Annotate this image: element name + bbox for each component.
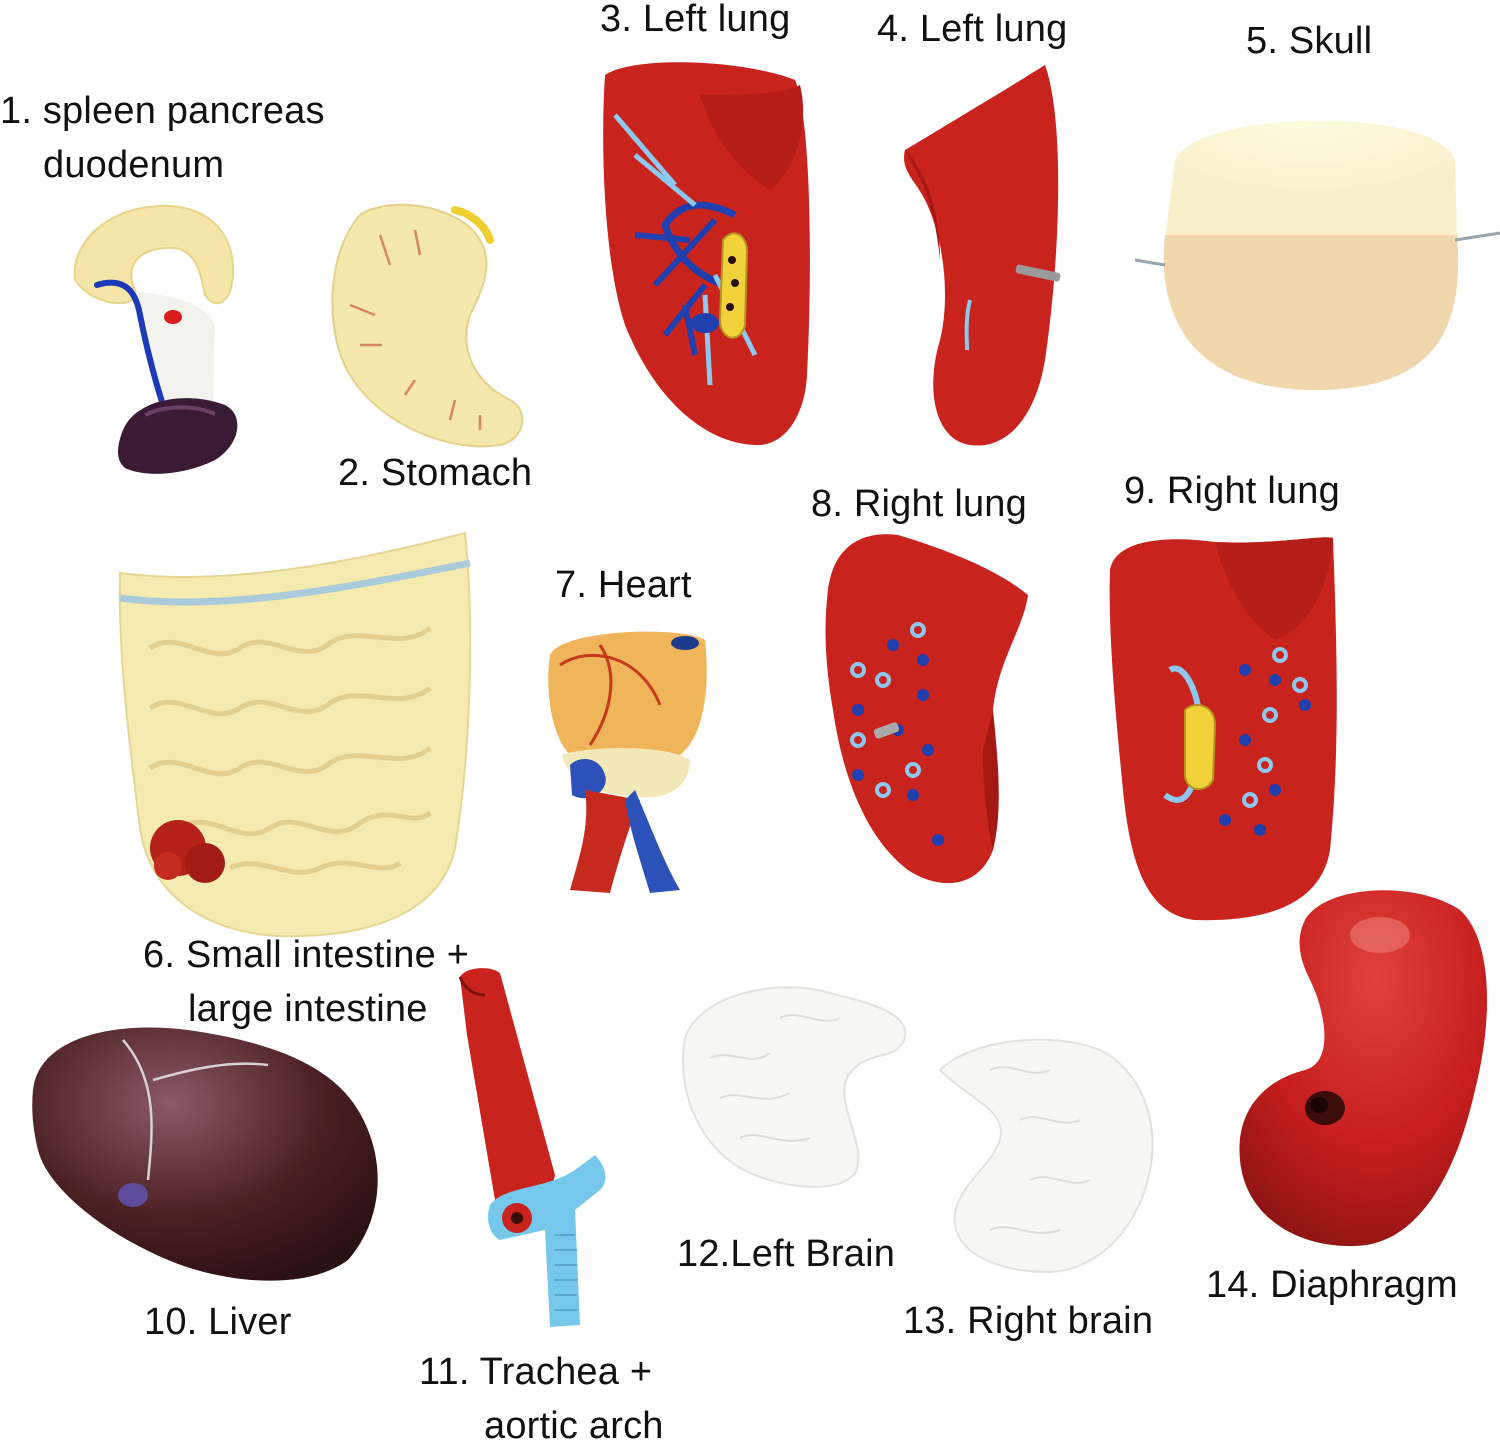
label-line: 11. Trachea + [419,1351,653,1393]
label-line: 6. Small intestine + [143,934,470,976]
skull-cap-image [1134,100,1500,400]
left-lung-side-image [895,60,1070,450]
label-right-brain: 13. Right brain [903,1294,1153,1348]
trachea-aortic-arch-image [455,965,625,1340]
label-liver: 10. Liver [144,1295,292,1349]
label-line: 8. Right lung [811,483,1027,525]
label-left-lung-4: 4. Left lung [877,2,1067,56]
right-brain-image [930,1030,1160,1275]
intestines-image [110,528,480,938]
label-line: 14. Diaphragm [1206,1264,1458,1306]
spleen-pancreas-duodenum-image [65,200,250,480]
diaphragm-image [1235,880,1493,1250]
right-lung-front-image [1105,530,1340,925]
label-line: 2. Stomach [338,452,533,494]
label-stomach: 2. Stomach [338,446,532,500]
label-line: 3. Left lung [600,0,791,40]
label-trachea-aortic-arch: 11. Trachea + aortic arch [419,1345,664,1453]
label-right-lung-9: 9. Right lung [1124,464,1340,518]
label-right-lung-8: 8. Right lung [811,477,1027,531]
label-line: 12.Left Brain [677,1233,896,1275]
label-heart: 7. Heart [555,558,692,612]
label-line: 9. Right lung [1124,470,1340,512]
label-skull: 5. Skull [1246,14,1372,68]
liver-image [28,1020,383,1290]
label-line: 10. Liver [144,1301,292,1343]
label-line: 4. Left lung [877,8,1068,50]
left-lung-front-image [595,55,820,450]
label-left-brain: 12.Left Brain [677,1227,895,1281]
left-brain-image [670,978,910,1190]
label-diaphragm: 14. Diaphragm [1206,1258,1458,1312]
right-lung-side-image [818,530,1033,890]
label-line: 5. Skull [1246,20,1373,62]
label-line: large intestine [188,988,428,1030]
heart-image [540,625,710,895]
label-line: 1. spleen pancreas [0,90,325,132]
label-line: aortic arch [484,1405,664,1447]
label-left-lung-3: 3. Left lung [600,0,790,46]
label-intestines: 6. Small intestine + large intestine [143,928,469,1036]
label-line: 13. Right brain [903,1300,1154,1342]
label-spleen-pancreas-duodenum: 1. spleen pancreas duodenum [0,84,325,192]
stomach-image [320,195,530,450]
label-line: 7. Heart [555,564,692,606]
label-line: duodenum [43,144,225,186]
